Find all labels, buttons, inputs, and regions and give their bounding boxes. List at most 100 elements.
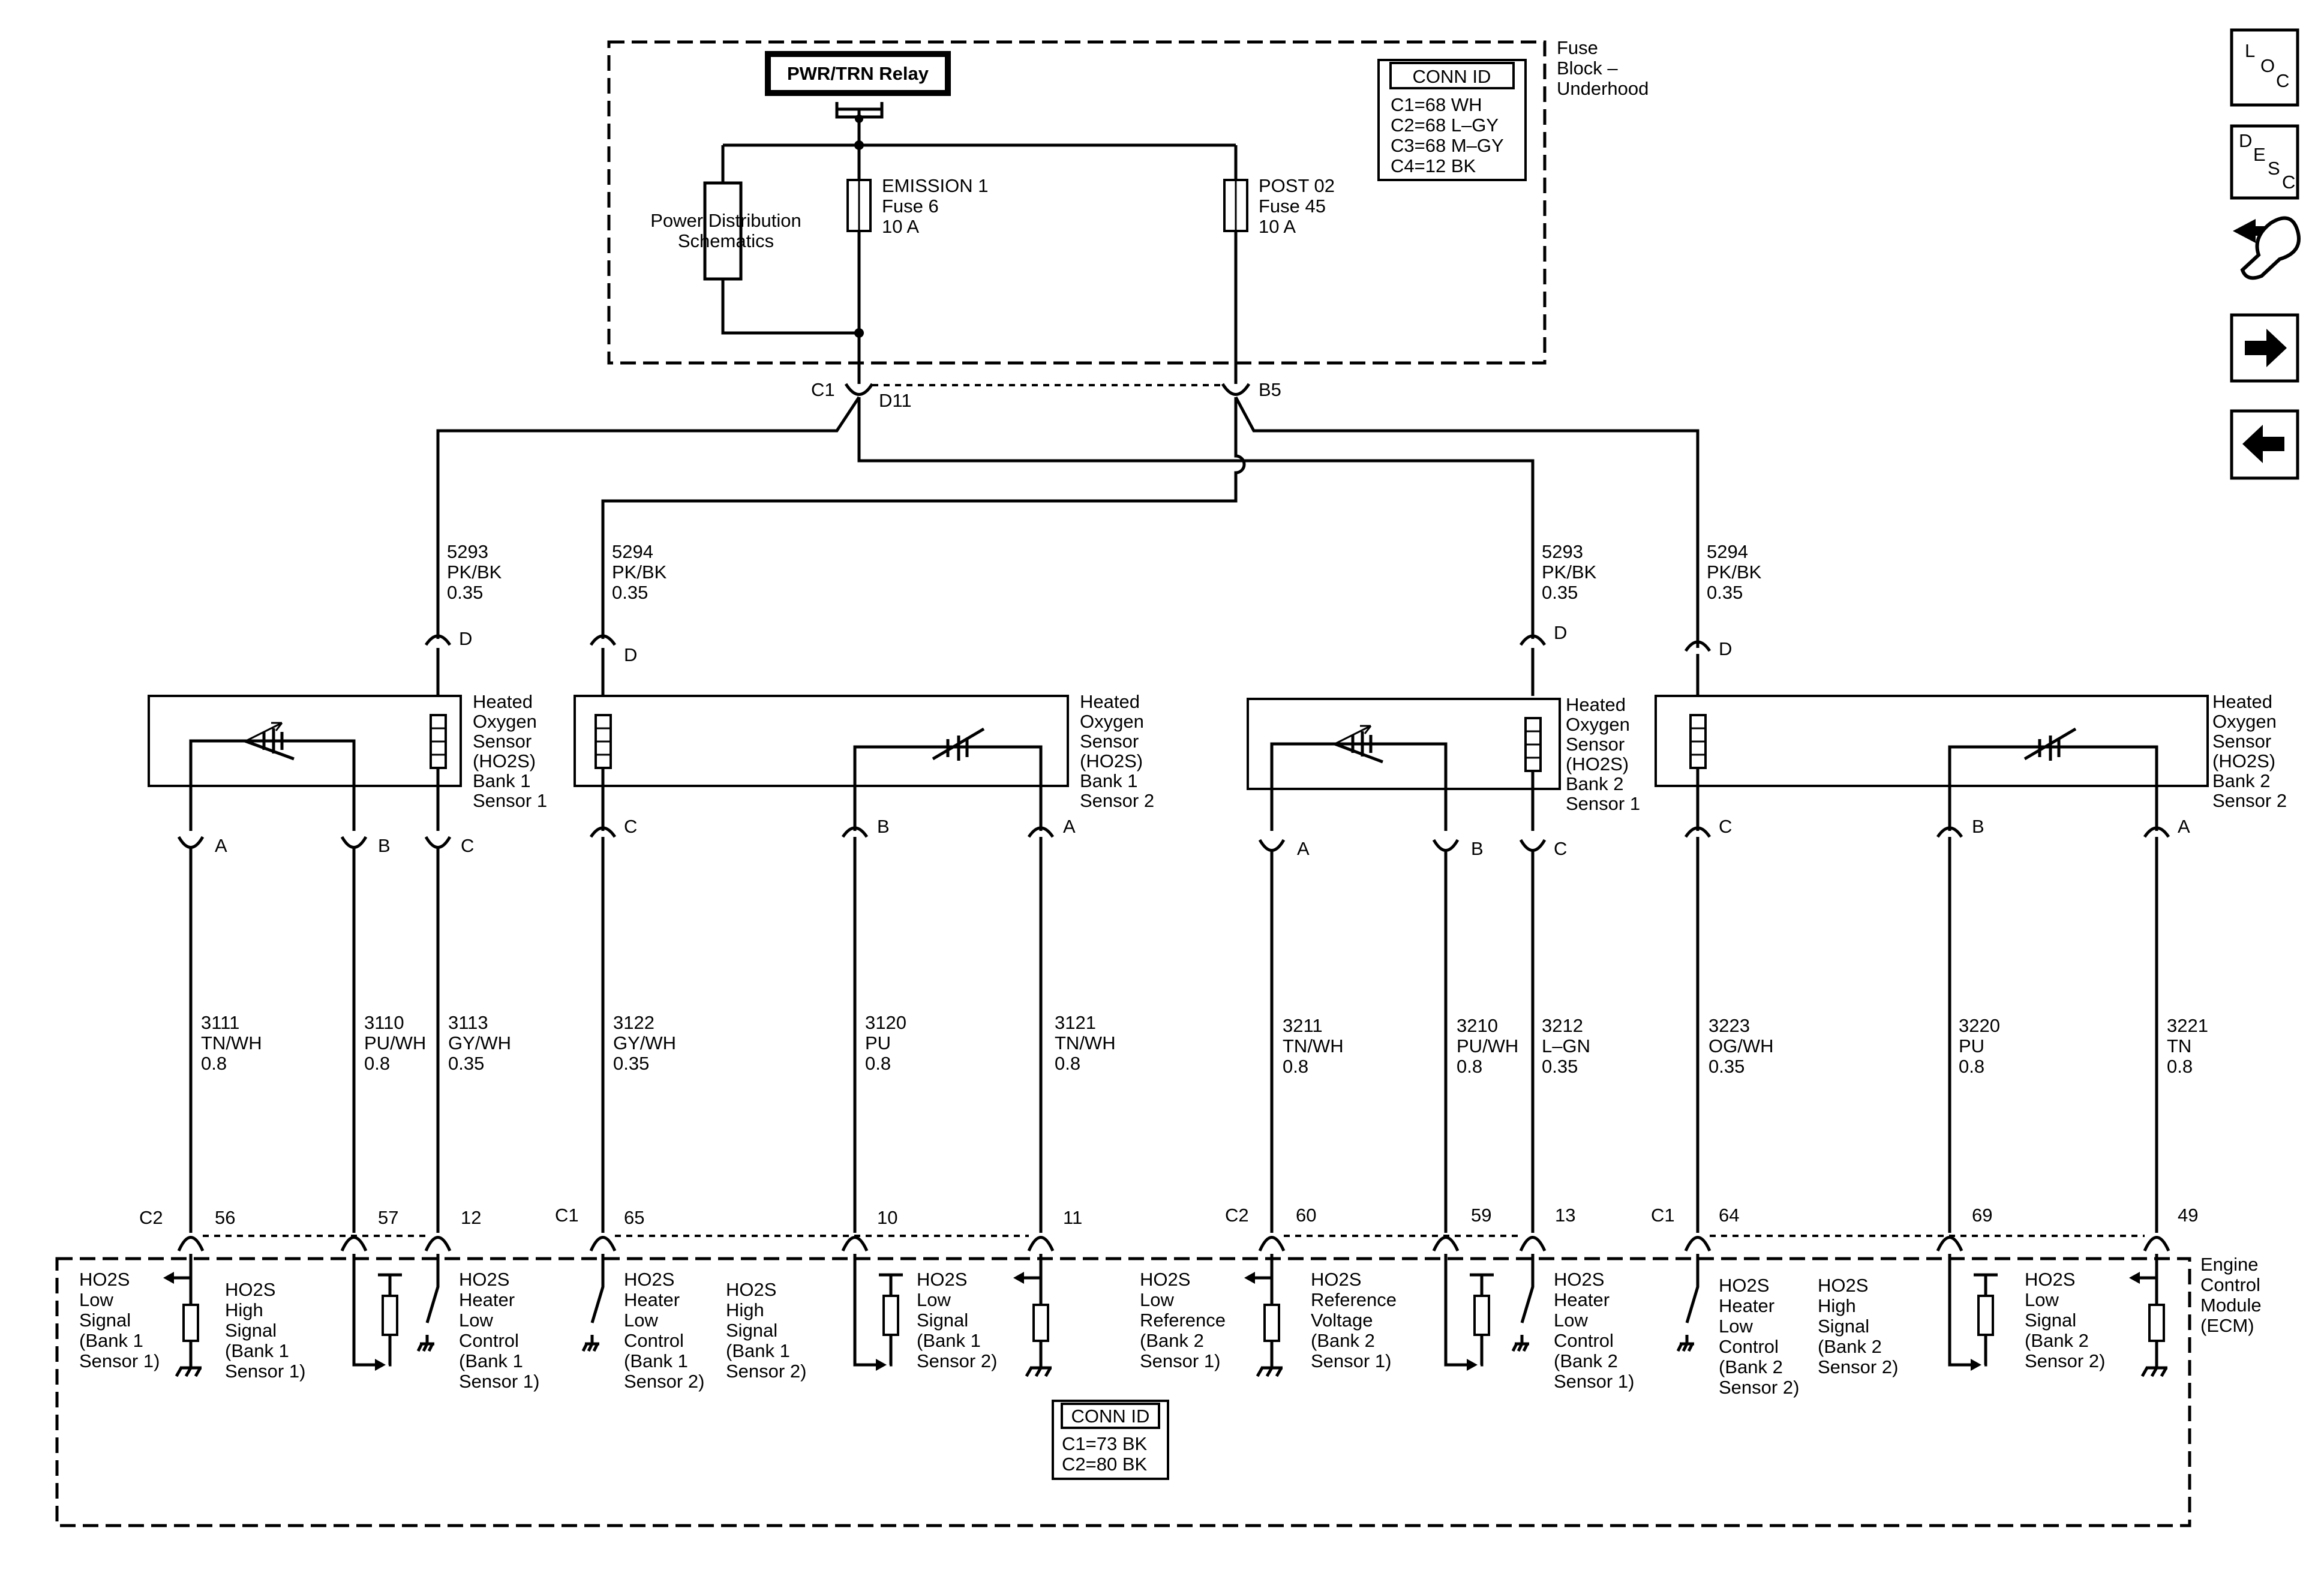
ecm-circuit-low-3 [1244,1254,1283,1377]
func5-l5: Sensor 2) [726,1361,806,1382]
relay-label: PWR/TRN Relay [787,63,929,84]
wire6-gauge: 0.8 [1055,1053,1080,1074]
wire8-color: PU/WH [1457,1035,1518,1056]
sensor-bank1-sensor1: Heated Oxygen Sensor (HO2S) Bank 1 Senso… [148,691,547,831]
sensor2-label-3: Sensor [1080,731,1139,752]
sensor3-label-1: Heated [1566,694,1626,715]
ecm-circuit-heater-3 [1511,1254,1535,1352]
func2-l4: (Bank 1 [225,1340,289,1361]
sensor2-label-1: Heated [1080,691,1140,712]
func8-l4: (Bank 2 [1311,1330,1375,1351]
ecm-pin-56: 56 [215,1207,235,1228]
ecm-label-2: Control [2200,1274,2260,1295]
pin-d-3: D [1554,622,1567,643]
sensor4-label-1: Heated [2212,691,2272,712]
wire5-num: 3120 [865,1012,906,1033]
func11-l3: Signal [1818,1316,1869,1337]
conn-id-line-4: C4=12 BK [1391,155,1476,176]
ecm-function-labels: HO2S Low Signal (Bank 1 Sensor 1) HO2S H… [79,1269,2105,1398]
func7-l2: Low [1140,1289,1174,1310]
func8-l1: HO2S [1311,1269,1361,1290]
sensor2-label-4: (HO2S) [1080,751,1143,772]
ecm-pin-10: 10 [877,1207,897,1228]
func12-l1: HO2S [2025,1269,2075,1290]
wire2-gauge: 0.8 [364,1053,390,1074]
ecm-conn-2: C1 [555,1205,579,1226]
ecm-pin-60: 60 [1296,1205,1316,1226]
sensor2-label-2: Oxygen [1080,711,1144,732]
func10-l2: Heater [1719,1295,1774,1316]
func1-l3: Signal [79,1310,131,1331]
func6-l5: Sensor 2) [917,1350,997,1371]
power-dist-label-1: Power Distribution [650,210,801,231]
func11-l4: (Bank 2 [1818,1336,1882,1357]
conn-id-line-1: C1=68 WH [1391,94,1482,115]
ecm-circuit-high-1 [352,1254,402,1371]
wire6-color: TN/WH [1055,1032,1116,1053]
ecm-conn-id-title: CONN ID [1071,1406,1150,1427]
func6-l1: HO2S [917,1269,967,1290]
fuse-block-conn-id-table: CONN ID C1=68 WH C2=68 L–GY C3=68 M–GY C… [1377,59,1527,181]
sensor4-label-6: Sensor 2 [2212,790,2287,811]
sensor1-label-4: (HO2S) [473,751,536,772]
wire10-color: OG/WH [1709,1035,1774,1056]
func9-l1: HO2S [1554,1269,1604,1290]
repair-icon[interactable] [2233,216,2301,280]
pin-d-1: D [459,628,472,649]
wire2-pin: B [378,835,391,856]
func2-l3: Signal [225,1320,277,1341]
wire9-pin: C [1554,838,1567,859]
wire12-gauge: 0.8 [2167,1056,2193,1077]
wire8-pin: B [1471,838,1484,859]
feed-wire-1-gauge: 0.35 [447,582,483,603]
desc-icon[interactable]: D E S C [2230,124,2299,200]
feed-wiring [436,396,1700,648]
func11-l1: HO2S [1818,1275,1868,1296]
sensor4-label-5: Bank 2 [2212,770,2271,791]
sensor4-label-2: Oxygen [2212,711,2277,732]
loc-icon[interactable]: L O C [2230,28,2299,107]
func4-l2: Heater [624,1289,680,1310]
func7-l3: Reference [1140,1310,1226,1331]
relay-box [765,51,951,96]
power-dist-label-2: Schematics [678,230,774,251]
func1-l2: Low [79,1289,113,1310]
feed-wire-4-color: PK/BK [1707,562,1762,583]
func11-l5: Sensor 2) [1818,1356,1898,1377]
func5-l2: High [726,1299,764,1320]
func10-l6: Sensor 2) [1719,1377,1799,1398]
func8-l3: Voltage [1311,1310,1373,1331]
prev-arrow-icon[interactable] [2230,409,2299,480]
sensor1-label-3: Sensor [473,731,532,752]
wire4-pin: C [624,816,637,837]
func5-l4: (Bank 1 [726,1340,790,1361]
wire10-num: 3223 [1709,1015,1750,1036]
feed-wire-2-gauge: 0.35 [612,582,648,603]
func3-l1: HO2S [459,1269,509,1290]
func12-l4: (Bank 2 [2025,1330,2089,1351]
wire10-gauge: 0.35 [1709,1056,1744,1077]
wire12-pin: A [2178,816,2190,837]
func10-l5: (Bank 2 [1719,1356,1783,1377]
desc-icon-glyph-d: D [2239,130,2252,151]
func9-l3: Low [1554,1310,1588,1331]
func8-l5: Sensor 1) [1311,1350,1391,1371]
feed-wire-1-color: PK/BK [447,562,502,583]
sensor1-label-2: Oxygen [473,711,537,732]
sensor2-label-6: Sensor 2 [1080,790,1154,811]
wire2-num: 3110 [364,1012,404,1033]
wire3-gauge: 0.35 [448,1053,484,1074]
ecm-conn-id-line-2: C2=80 BK [1062,1454,1148,1475]
func4-l4: Control [624,1330,684,1351]
sensor3-label-5: Bank 2 [1566,773,1624,794]
feed-wire-3-color: PK/BK [1542,562,1597,583]
fuse-6-label-3: 10 A [882,216,919,237]
ecm-pin-69: 69 [1972,1205,1992,1226]
next-arrow-icon[interactable] [2230,313,2299,383]
connector-c1-label: C1 [811,379,835,400]
ecm-label-1: Engine [2200,1254,2259,1275]
desc-icon-glyph-s: S [2268,158,2280,179]
feed-wire-2-num: 5294 [612,541,653,562]
sensor3-label-6: Sensor 1 [1566,793,1640,814]
